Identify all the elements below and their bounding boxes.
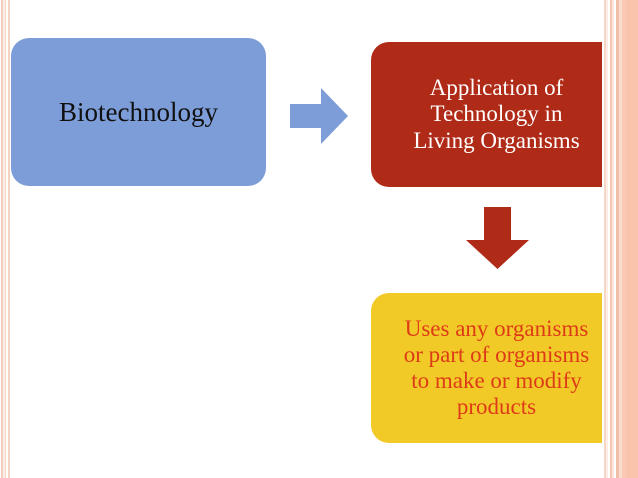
node-uses-label: Uses any organisms or part of organisms … xyxy=(403,315,590,420)
arrow-down-icon xyxy=(466,207,529,269)
node-application[interactable]: Application of Technology in Living Orga… xyxy=(371,42,622,187)
node-uses[interactable]: Uses any organisms or part of organisms … xyxy=(371,293,622,443)
node-biotechnology[interactable]: Biotechnology xyxy=(11,38,266,186)
arrow-right-icon xyxy=(290,88,348,144)
node-biotechnology-label: Biotechnology xyxy=(59,96,218,127)
node-application-label: Application of Technology in Living Orga… xyxy=(413,75,580,153)
